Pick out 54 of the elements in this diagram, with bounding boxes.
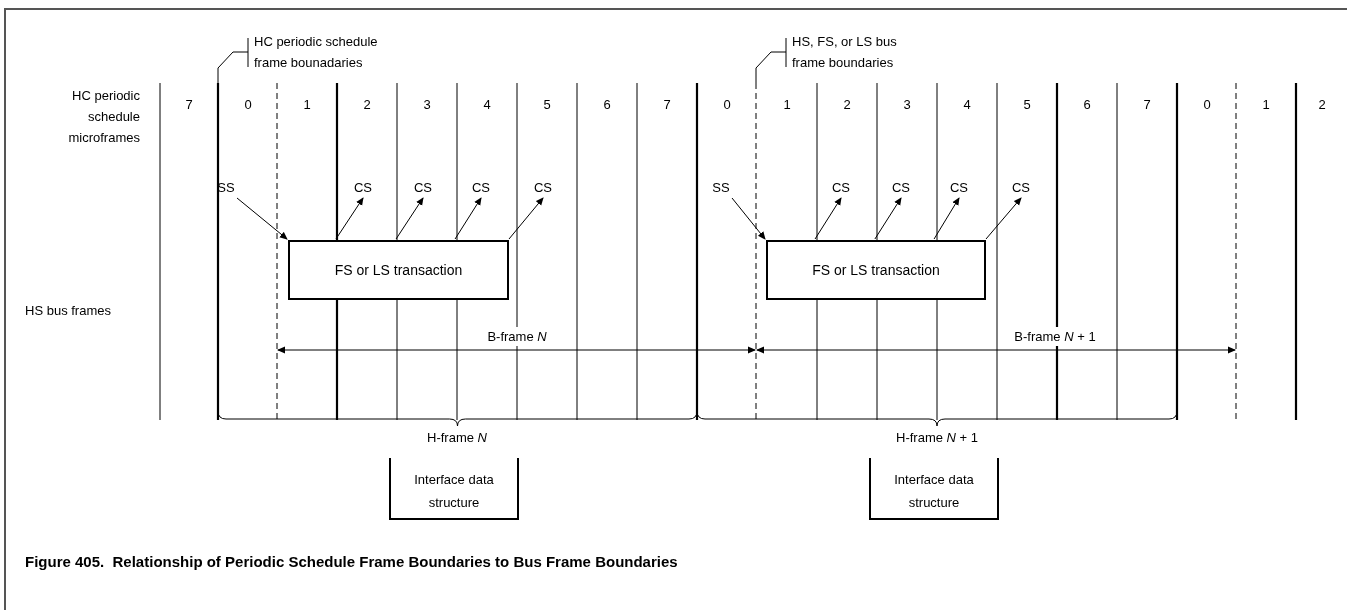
microframe-number: 6	[602, 97, 612, 112]
transaction-box: FS or LS transaction	[288, 240, 509, 300]
microframe-number: 0	[1202, 97, 1212, 112]
packet-label: CS	[946, 178, 972, 197]
arrow	[731, 197, 766, 240]
figure-caption: Figure 405. Relationship of Periodic Schedule Frame Boundaries to Bus Frame Boundaries	[25, 552, 678, 571]
microframe-number: 1	[302, 97, 312, 112]
row-label: HC periodic schedule microframes	[67, 87, 140, 147]
frame-boundary-line	[216, 83, 220, 420]
packet-label: CS	[350, 178, 376, 197]
row-label: HS bus frames	[25, 302, 111, 320]
packet-label: CS	[888, 178, 914, 197]
arrow	[985, 197, 1022, 240]
microframe-number: 5	[1022, 97, 1032, 112]
packet-label: CS	[828, 178, 854, 197]
packet-label: CS	[530, 178, 556, 197]
microframe-number: 4	[482, 97, 492, 112]
arrow	[508, 197, 544, 240]
packet-label: SS	[709, 178, 733, 197]
microframe-number: 7	[1142, 97, 1152, 112]
microframe-number: 3	[902, 97, 912, 112]
microframe-number: 2	[362, 97, 372, 112]
microframe-number: 0	[722, 97, 732, 112]
arrow	[395, 197, 424, 240]
arrow	[454, 197, 482, 240]
frame-boundary-line	[755, 82, 757, 421]
microframe-number: 4	[962, 97, 972, 112]
arrow	[217, 37, 249, 84]
microframe-number: 1	[1261, 97, 1271, 112]
microframe-number: 7	[184, 97, 194, 112]
dimension-label: B-frame N + 1	[1012, 327, 1098, 346]
packet-label: CS	[468, 178, 494, 197]
data-structure-box: Interface data structure	[389, 458, 519, 520]
arrow	[814, 197, 842, 240]
arrow	[933, 197, 960, 240]
arrow	[755, 37, 787, 84]
callout-text: HC periodic schedule frame bounadaries	[254, 31, 389, 71]
packet-label: CS	[1008, 178, 1034, 197]
microframe-number: 3	[422, 97, 432, 112]
arrow	[874, 197, 902, 240]
microframe-number: 1	[782, 97, 792, 112]
microframe-number: 5	[542, 97, 552, 112]
microframe-number: 6	[1082, 97, 1092, 112]
arrow	[335, 197, 364, 240]
data-structure-box: Interface data structure	[869, 458, 999, 520]
microframe-number: 0	[243, 97, 253, 112]
transaction-box: FS or LS transaction	[766, 240, 986, 300]
callout-text: HS, FS, or LS bus frame boundaries	[792, 31, 917, 71]
microframe-number: 2	[1317, 97, 1327, 112]
microframe-number: 7	[662, 97, 672, 112]
arrow	[236, 197, 288, 240]
microframe-number: 2	[842, 97, 852, 112]
packet-label: CS	[410, 178, 436, 197]
dimension-label: B-frame N	[485, 327, 549, 346]
